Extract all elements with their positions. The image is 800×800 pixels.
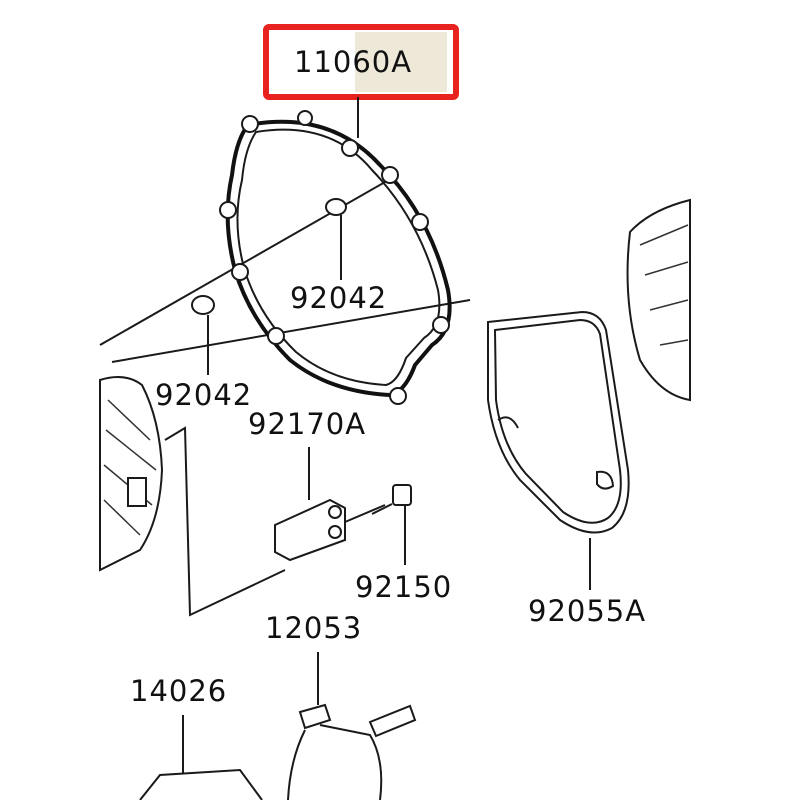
- side-gasket-outline: [487, 310, 630, 534]
- gasket-inner-outline: [236, 128, 441, 387]
- case-hatching: [103, 399, 157, 536]
- side-gasket-notch: [497, 416, 519, 429]
- bracket-body: [139, 768, 263, 800]
- side-cover-hatching: [639, 224, 689, 346]
- side-cover-body: [626, 198, 691, 402]
- bracket-frame: [164, 426, 286, 617]
- gasket-tab: [231, 263, 249, 281]
- dowel-pin-upper: 92042: [290, 198, 387, 315]
- bolt-part: 92150: [355, 484, 452, 604]
- shaft-arm: [287, 729, 306, 800]
- label-92150: 92150: [355, 570, 452, 604]
- label-14026: 14026: [130, 674, 227, 708]
- dowel-pin-shape: [325, 198, 347, 216]
- clamp-hole: [328, 525, 342, 539]
- side-gasket-inner: [493, 318, 622, 524]
- case-detail: [127, 477, 147, 507]
- gasket-tab: [432, 316, 450, 334]
- clamp-hole: [328, 505, 342, 519]
- label-92170a: 92170A: [248, 407, 366, 441]
- label-92042-upper: 92042: [290, 281, 387, 315]
- shaft-part: 12053: [265, 611, 417, 800]
- label-12053: 12053: [265, 611, 362, 645]
- highlight-box: [263, 24, 459, 100]
- clamp-bolt-axis: [344, 504, 386, 523]
- gasket-tab: [381, 166, 399, 184]
- highlighted-part-label[interactable]: 11060A: [263, 24, 459, 100]
- case-body: [99, 375, 164, 572]
- shaft-end: [368, 704, 417, 738]
- bracket-part: 14026: [130, 674, 263, 800]
- gasket-tab: [267, 327, 285, 345]
- cover-gasket: [219, 110, 452, 405]
- gasket-outline: [225, 119, 452, 398]
- gasket-tab: [341, 139, 359, 157]
- gasket-tab: [241, 115, 259, 133]
- label-92055a: 92055A: [528, 594, 646, 628]
- clamp-part: 92170A: [248, 407, 386, 562]
- side-gasket: 92055A: [487, 310, 646, 628]
- label-shade: [355, 32, 447, 92]
- label-11060a: 11060A: [294, 45, 412, 79]
- engine-case-fragment: [99, 375, 164, 572]
- shaft-end: [298, 703, 332, 730]
- shaft-arm: [319, 724, 383, 800]
- gasket-tab: [411, 213, 429, 231]
- gasket-tab: [389, 387, 407, 405]
- clamp-body: [274, 498, 346, 562]
- bolt-shank: [371, 503, 393, 515]
- label-92042-lower: 92042: [155, 378, 252, 412]
- dowel-pin-shape: [191, 295, 215, 315]
- dowel-pin-lower: 92042: [155, 295, 252, 412]
- gasket-tab: [219, 201, 237, 219]
- axis-line-lower: [111, 299, 471, 363]
- gasket-tab: [297, 110, 313, 126]
- bolt-head: [392, 484, 412, 506]
- side-gasket-notch: [596, 470, 615, 490]
- side-cover-fragment: [626, 198, 691, 402]
